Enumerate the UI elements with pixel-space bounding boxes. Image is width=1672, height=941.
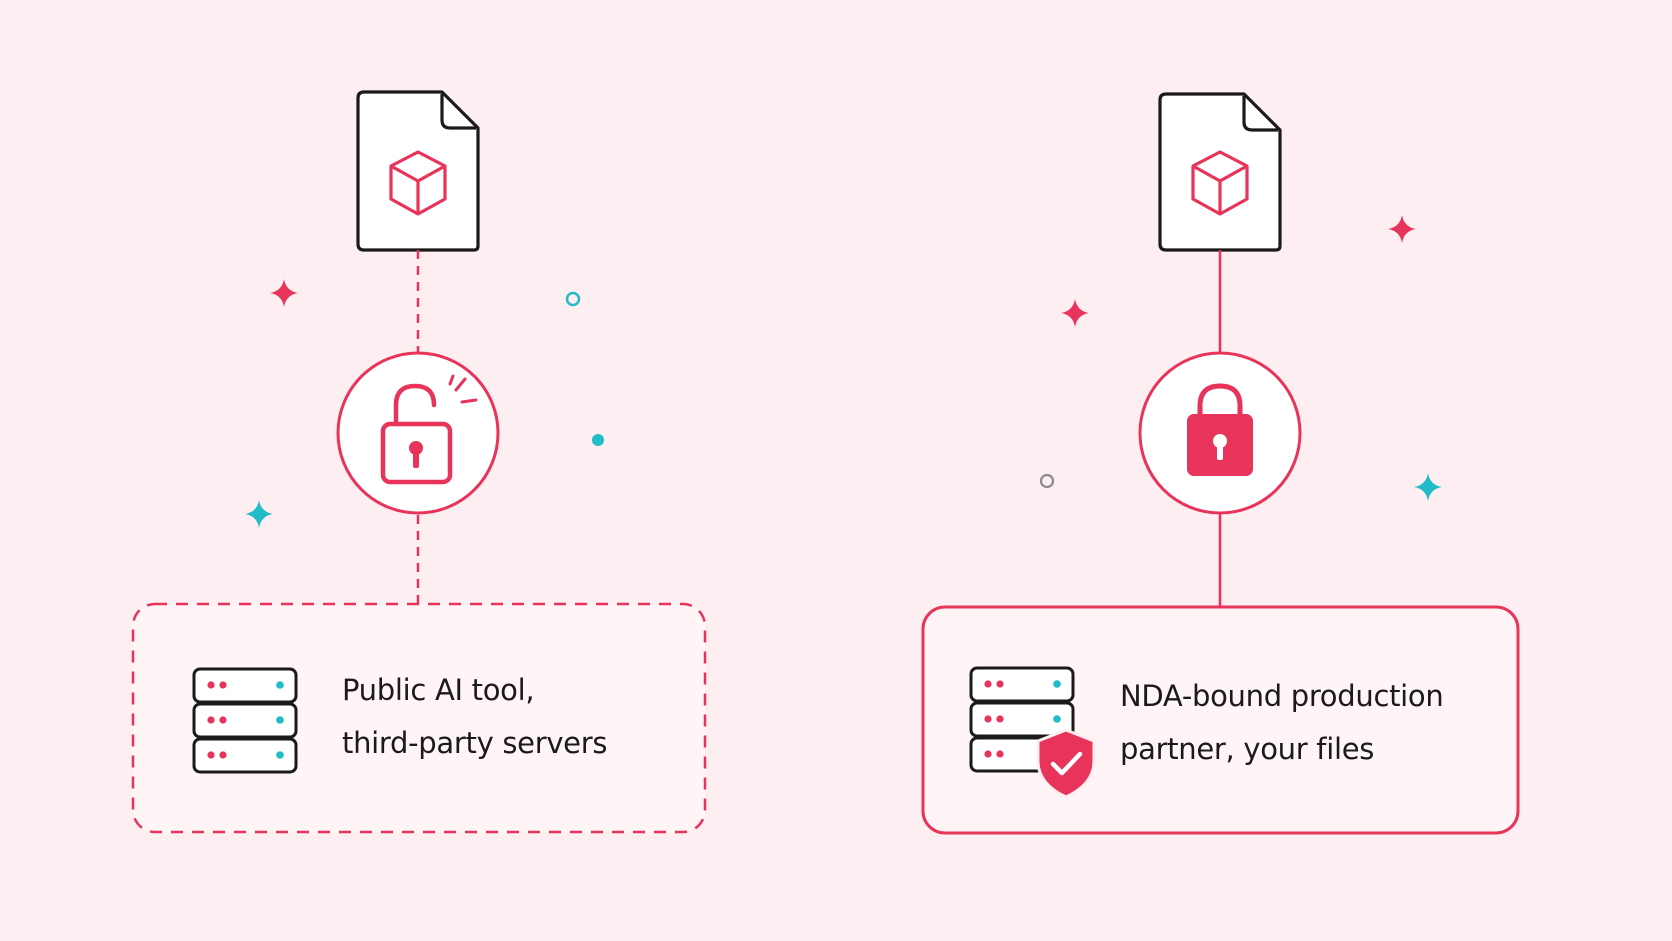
left-label-line1: Public AI tool, <box>342 673 535 707</box>
keyhole-left <box>409 441 423 468</box>
dot-teal <box>592 434 604 446</box>
sparkle-pink <box>270 279 298 307</box>
document-cube-icon <box>356 90 480 252</box>
server-stack-icon <box>192 667 298 774</box>
shield-check-icon <box>1036 728 1096 799</box>
right-destination-label: NDA-bound production partner, your files <box>1120 670 1444 776</box>
right-label-line2: partner, your files <box>1120 732 1375 766</box>
left-destination-box <box>131 602 707 834</box>
decorations <box>245 215 1442 528</box>
dot-outline-gray <box>1039 473 1055 489</box>
left-destination-label: Public AI tool, third-party servers <box>342 664 607 770</box>
server-stack-shield-icon <box>969 666 1096 799</box>
sparkle-teal <box>245 500 273 528</box>
unlocked-padlock-icon <box>380 374 478 485</box>
sparkle-teal <box>1414 473 1442 501</box>
sparkle-pink <box>1061 299 1089 327</box>
right-panel <box>921 92 1520 835</box>
locked-padlock-icon <box>1187 383 1253 476</box>
sparkle-pink <box>1388 215 1416 243</box>
left-panel <box>131 90 707 834</box>
dot-outline-teal <box>565 291 581 307</box>
right-label-line1: NDA-bound production <box>1120 679 1444 713</box>
left-label-line2: third-party servers <box>342 726 608 760</box>
document-cube-icon <box>1158 92 1282 252</box>
lock-circle <box>336 351 500 515</box>
